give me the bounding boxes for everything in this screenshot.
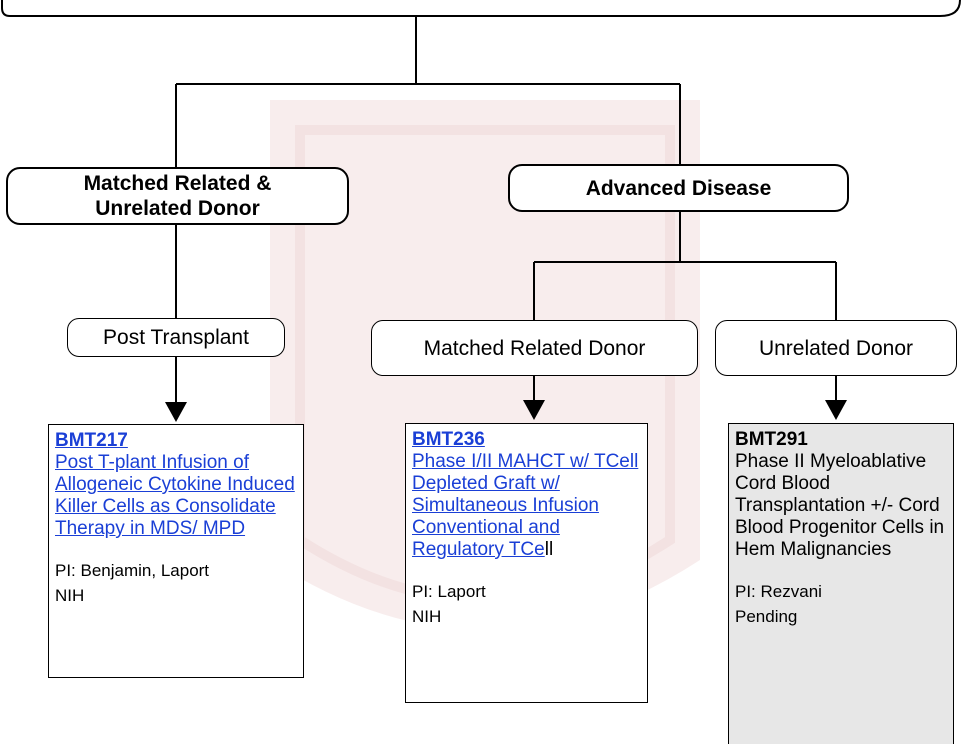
node-unrelated-donor: Unrelated Donor — [715, 320, 957, 376]
arrow-down-icon — [523, 400, 545, 420]
study-title-tail: ll — [544, 539, 554, 560]
study-title-link[interactable]: Post T-plant Infusion of Allogeneic Cyto… — [55, 452, 295, 539]
study-card-bmt217: BMT217 Post T-plant Infusion of Allogene… — [48, 424, 304, 678]
study-card-bmt236: BMT236 Phase I/II MAHCT w/ TCell Deplete… — [405, 423, 648, 703]
study-pi: PI: Laport — [412, 582, 486, 601]
node-post-transplant: Post Transplant — [67, 318, 285, 357]
study-sponsor: NIH — [55, 586, 85, 605]
node-advanced-disease: Advanced Disease — [508, 164, 849, 212]
node-matched-related-donor: Matched Related Donor — [371, 320, 698, 376]
study-title: Phase II Myeloablative Cord Blood Transp… — [735, 451, 945, 560]
study-code: BMT291 — [735, 429, 808, 450]
study-code-link[interactable]: BMT217 — [55, 430, 128, 451]
study-title-link[interactable]: Phase I/II MAHCT w/ TCell Depleted Graft… — [412, 451, 639, 560]
study-card-bmt291: BMT291 Phase II Myeloablative Cord Blood… — [728, 423, 954, 744]
study-sponsor: NIH — [412, 607, 442, 626]
study-sponsor: Pending — [735, 607, 798, 626]
study-pi: PI: Benjamin, Laport — [55, 561, 210, 580]
node-matched-related-unrelated: Matched Related & Unrelated Donor — [6, 167, 349, 225]
study-code-link[interactable]: BMT236 — [412, 429, 485, 450]
arrow-down-icon — [165, 402, 187, 422]
arrow-down-icon — [825, 400, 847, 420]
study-pi: PI: Rezvani — [735, 582, 822, 601]
